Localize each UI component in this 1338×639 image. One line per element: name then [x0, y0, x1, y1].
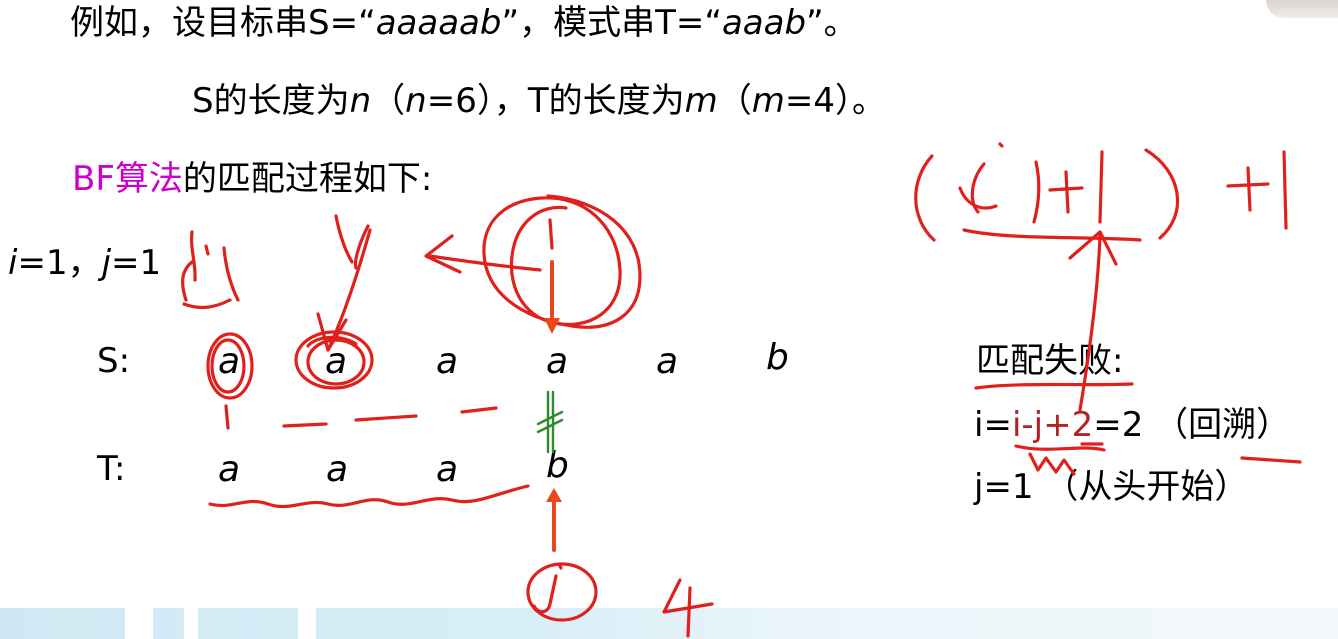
- j-symbol: j: [101, 243, 112, 283]
- t-char: a: [326, 449, 349, 490]
- i-symbol: i: [8, 243, 18, 283]
- webcam-overlay: [1266, 0, 1338, 18]
- s-char: a: [656, 341, 679, 382]
- s-char: a: [436, 341, 459, 382]
- t-row-label: T:: [97, 449, 126, 489]
- j-reset-line: j=1 （从头开始）: [974, 467, 1249, 507]
- t-length-text: ，T的长度为: [493, 81, 685, 121]
- footer-band: [0, 608, 1338, 639]
- band-gap: [125, 608, 153, 639]
- band-gap: [184, 608, 198, 639]
- match-fail-title: 匹配失败:: [976, 341, 1124, 381]
- s-char: a: [325, 341, 348, 382]
- length-line: S的长度为n（n=6），T的长度为m（m=4）。: [192, 84, 886, 118]
- n-paren: （: [371, 81, 406, 121]
- s-char: a: [218, 341, 241, 382]
- s-char: a: [546, 341, 569, 382]
- t-value: aaab: [721, 3, 807, 43]
- heading-rest: 的匹配过程如下:: [182, 159, 433, 199]
- n-eq-symbol: n: [405, 81, 427, 121]
- process-heading: BF算法的匹配过程如下:: [72, 162, 432, 196]
- example-suffix: ”。: [806, 3, 858, 43]
- n-value: =6）: [426, 81, 494, 121]
- s-length-text: S的长度为: [192, 81, 350, 121]
- t-char: b: [546, 445, 569, 486]
- s-char: b: [766, 337, 789, 378]
- m-symbol: m: [684, 81, 718, 121]
- example-middle: ”，模式串T=“: [501, 3, 722, 43]
- i-value: =1，: [17, 243, 102, 283]
- band-gap: [298, 608, 316, 639]
- s-row-label: S:: [97, 341, 131, 381]
- m-paren: （: [717, 81, 752, 121]
- s-value: aaaaab: [375, 3, 502, 43]
- bf-algorithm-label: BF算法: [72, 159, 183, 199]
- example-line: 例如，设目标串S=“aaaaab”，模式串T=“aaab”。: [70, 6, 858, 40]
- i-assign: i=: [974, 405, 1012, 445]
- n-symbol: n: [349, 81, 372, 121]
- example-prefix: 例如，设目标串S=“: [70, 3, 376, 43]
- m-value: =4）。: [784, 81, 886, 121]
- i-result: =2 （回溯）: [1093, 405, 1291, 445]
- m-eq-symbol: m: [751, 81, 785, 121]
- t-char: a: [436, 449, 459, 490]
- index-line: i=1，j=1: [8, 246, 161, 280]
- i-expression: i-j+2: [1011, 405, 1094, 445]
- t-char: a: [218, 449, 241, 490]
- j-value: =1: [111, 243, 162, 283]
- i-backtrack-line: i=i-j+2=2 （回溯）: [974, 408, 1290, 442]
